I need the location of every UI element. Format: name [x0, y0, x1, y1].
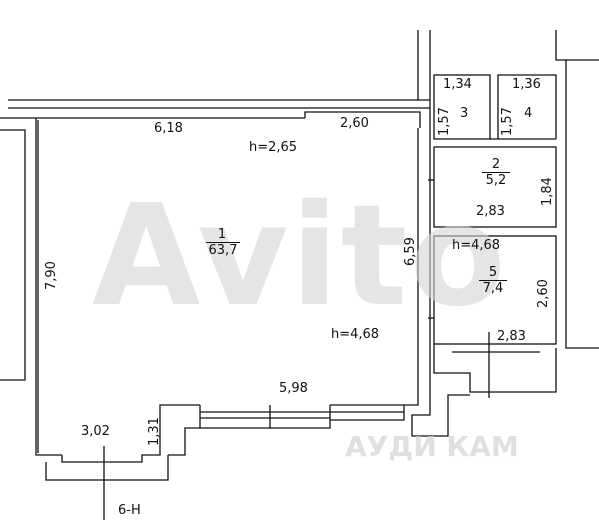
- room3-box: [433, 74, 491, 140]
- room1-right-outer: [411, 100, 470, 437]
- room1-number: 1: [217, 227, 227, 242]
- dim-room5-height: 2,60: [536, 279, 551, 308]
- dim-top-right: 2,60: [340, 116, 369, 131]
- dim-room3-width: 1,34: [443, 77, 472, 92]
- axis-label: 6-H: [118, 503, 141, 518]
- room4-number: 4: [524, 106, 533, 121]
- dim-bottom-left: 3,02: [81, 424, 110, 439]
- dim-right-height: 6,59: [403, 237, 418, 266]
- room1-area: 63,7: [206, 242, 240, 258]
- dim-room4-width: 1,36: [512, 77, 541, 92]
- dim-top-left: 6,18: [154, 121, 183, 136]
- room1-height-bottom: h=4,68: [331, 327, 380, 342]
- room5-area: 7,4: [479, 280, 507, 296]
- watermark-tag: АУДИ КАМ: [345, 430, 519, 463]
- bottom-right-outline: [433, 344, 557, 393]
- room1-left-wall: [35, 118, 62, 456]
- room4-box: [497, 74, 557, 139]
- room5-number: 5: [488, 265, 498, 280]
- room1-height-top: h=2,65: [249, 140, 298, 155]
- bottom-protrusion: [45, 455, 169, 481]
- window-bay: [199, 405, 331, 429]
- dim-room2-width: 2,83: [476, 204, 505, 219]
- room1-bottom-step: [168, 427, 200, 456]
- dim-bottom-wall: 5,98: [279, 381, 308, 396]
- top-step: [304, 111, 421, 128]
- dim-left-height: 7,90: [44, 261, 59, 290]
- dim-bottom-step: 1,31: [147, 417, 162, 446]
- room2-area: 5,2: [482, 172, 510, 188]
- right-column-outer-right: [565, 60, 599, 349]
- right-column-top-right: [555, 30, 599, 61]
- room2-box: [433, 146, 557, 228]
- dim-room2-height: 1,84: [540, 177, 555, 206]
- dim-room5-width: 2,83: [497, 329, 526, 344]
- dim-room4-height: 1,57: [500, 107, 515, 136]
- room2-number: 2: [491, 157, 501, 172]
- room1-right-wall: [404, 128, 419, 406]
- dim-room3-height: 1,57: [437, 107, 452, 136]
- left-neighbor-wall: [0, 129, 26, 381]
- room5-box: [433, 235, 557, 345]
- watermark-logo: Avito: [92, 175, 508, 338]
- room3-number: 3: [460, 106, 469, 121]
- room1-bottom-left: [61, 404, 200, 463]
- room5-height: h=4,68: [452, 238, 501, 253]
